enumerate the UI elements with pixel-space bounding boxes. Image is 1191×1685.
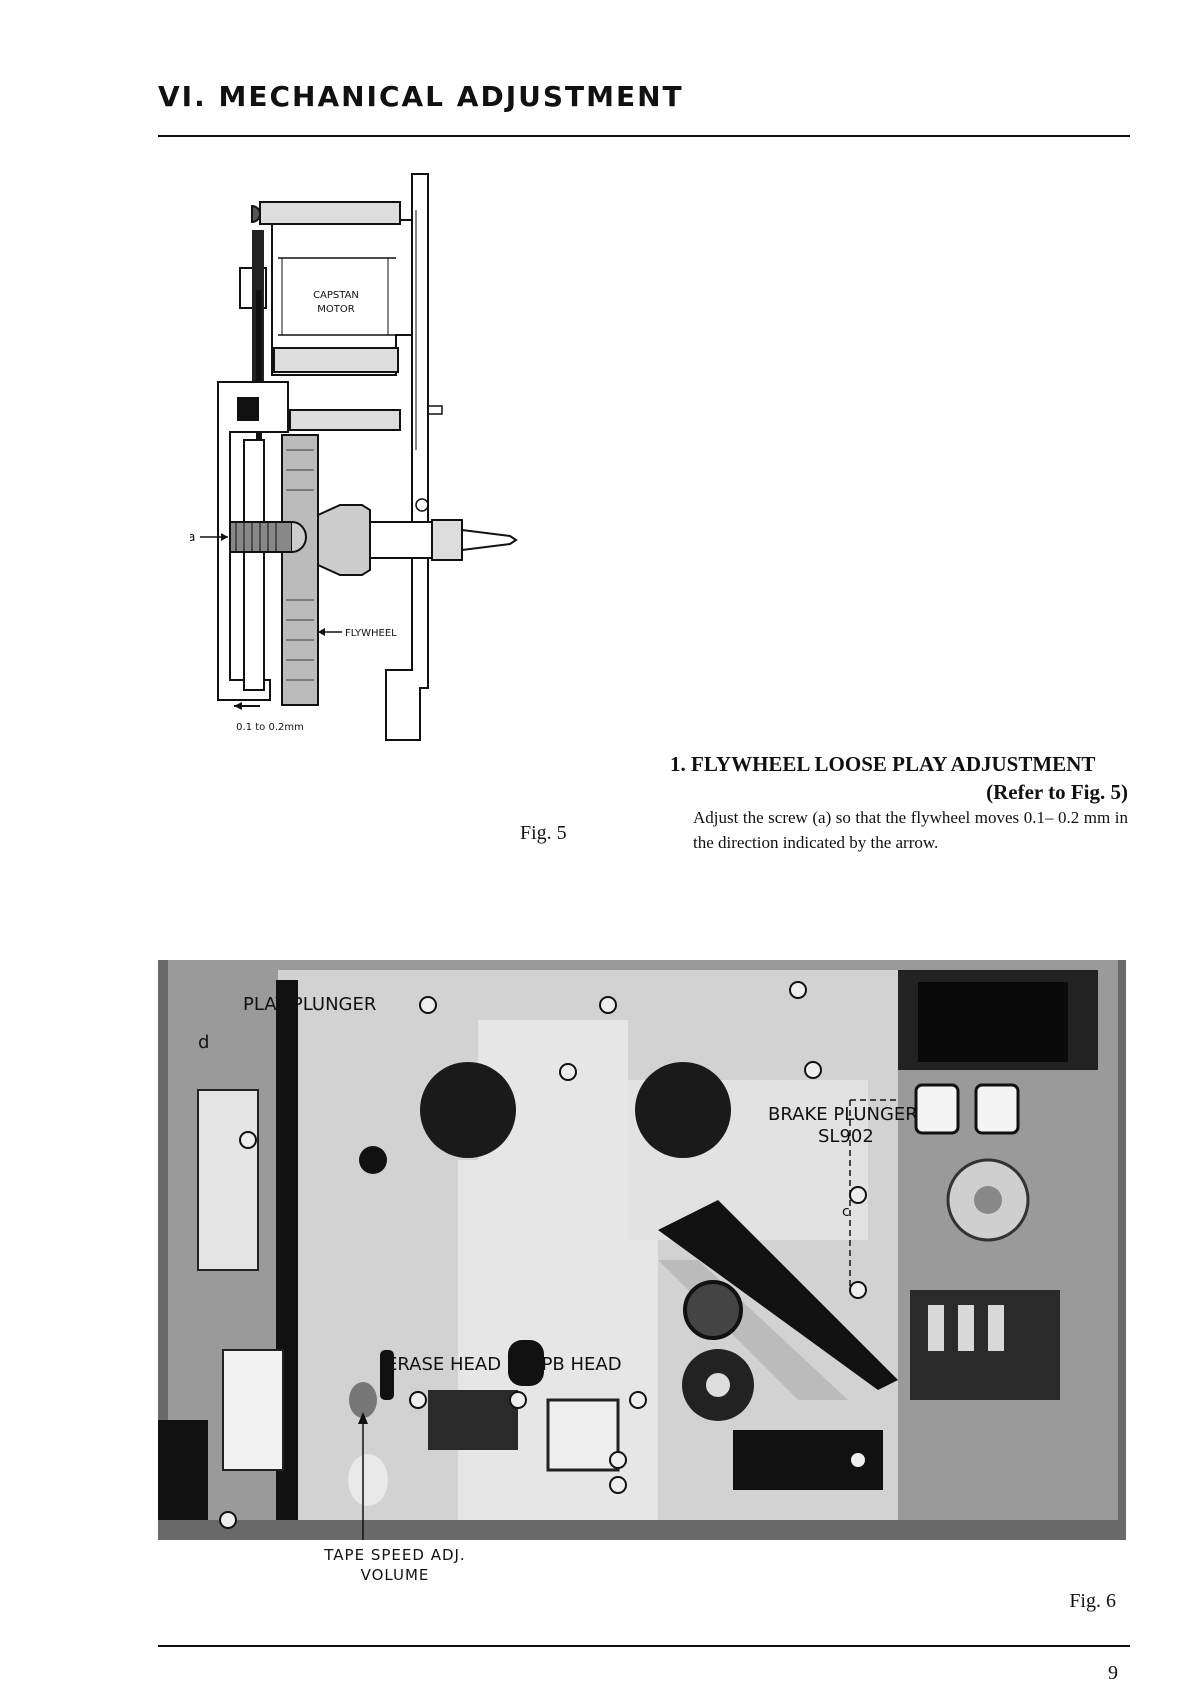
- point-d-label: d: [198, 1032, 209, 1053]
- erase-head-label: ERASE HEAD: [386, 1354, 501, 1375]
- adjustment-body: Adjust the screw (a) so that the flywhee…: [693, 808, 1128, 852]
- footer-rule: [158, 1645, 1130, 1647]
- adjustment-heading: 1. FLYWHEEL LOOSE PLAY ADJUSTMENT: [670, 752, 1096, 776]
- page-number: 9: [1108, 1662, 1118, 1684]
- play-dimension-label: 0.1 to 0.2mm: [236, 722, 304, 733]
- rpb-head-label: R/PB HEAD: [523, 1354, 622, 1375]
- capstan-motor-label: CAPSTAN: [313, 290, 359, 301]
- sl902-label: SL902: [818, 1126, 874, 1147]
- figure-5-diagram: CAPSTAN MOTOR a FLYWHEEL 0.1 to 0.2mm: [190, 173, 518, 741]
- section-title: VI. MECHANICAL ADJUSTMENT: [158, 80, 684, 113]
- figure-6-photo: PLAY PLUNGER d BRAKE PLUNGER SL902 c ERA…: [158, 960, 1126, 1540]
- screw-a-label: a: [190, 530, 195, 544]
- flywheel-label: FLYWHEEL: [345, 628, 397, 639]
- play-plunger-label: PLAY PLUNGER: [243, 994, 376, 1015]
- fig5-caption: Fig. 5: [520, 822, 567, 844]
- fig6-caption: Fig. 6: [1069, 1590, 1116, 1612]
- header-rule: [158, 135, 1130, 137]
- point-c-label: c: [842, 1204, 850, 1220]
- adjustment-reference: (Refer to Fig. 5): [986, 780, 1128, 804]
- capstan-motor-label-2: MOTOR: [317, 304, 354, 315]
- tape-speed-label: TAPE SPEED ADJ. VOLUME: [324, 1546, 466, 1584]
- brake-plunger-label: BRAKE PLUNGER: [768, 1104, 918, 1125]
